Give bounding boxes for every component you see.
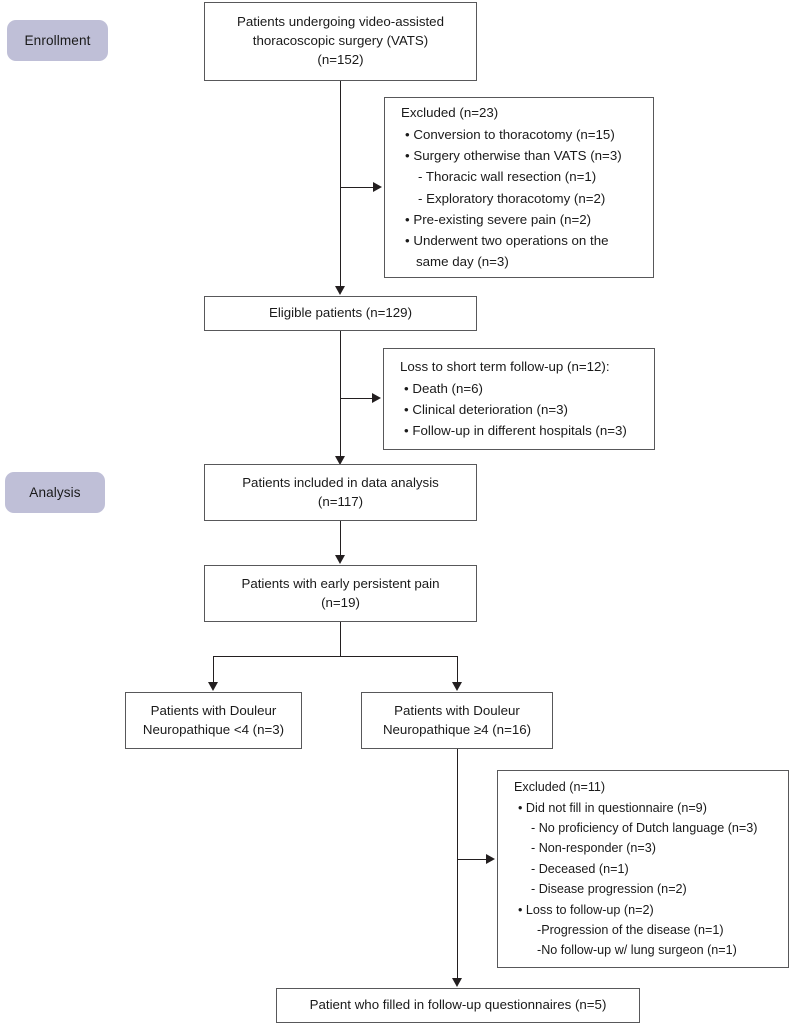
excluded-enrollment-item-4: • Pre-existing severe pain (n=2) [405, 211, 592, 227]
excluded-followup-head: Excluded (n=11) [514, 780, 606, 795]
edge-dn-high-to-final [457, 749, 459, 978]
edge-analysed-to-early-pain [340, 521, 342, 555]
node-dn-high-line-1: Patients with Douleur [394, 702, 520, 718]
arrow-split-left [208, 682, 218, 691]
excluded-followup-item-2: - Non-responder (n=3) [531, 841, 656, 856]
node-excluded-enrollment: Excluded (n=23) • Conversion to thoracot… [384, 97, 654, 278]
loss-short-term-item-0: • Death (n=6) [404, 380, 483, 396]
arrow-to-excluded-enrollment [373, 182, 382, 192]
node-enrolled-line-3: (n=152) [317, 51, 364, 67]
node-dn-low-line-2: Neuropathique <4 (n=3) [142, 721, 285, 737]
edge-to-excluded-followup [457, 859, 486, 861]
arrow-dn-high-to-final [452, 978, 462, 987]
excluded-followup-item-0: • Did not fill in questionnaire (n=9) [518, 800, 707, 815]
node-analysed: Patients included in data analysis (n=11… [204, 464, 477, 521]
edge-enrolled-to-eligible [340, 81, 342, 286]
node-dn-low-line-1: Patients with Douleur [150, 702, 277, 718]
stage-label-enrollment-text: Enrollment [24, 33, 91, 48]
arrow-to-excluded-followup [486, 854, 495, 864]
node-analysed-line-2: (n=117) [317, 493, 364, 509]
node-eligible: Eligible patients (n=129) [204, 296, 477, 331]
edge-eligible-to-analysed [340, 331, 342, 456]
node-enrolled-line-2: thoracoscopic surgery (VATS) [252, 33, 429, 49]
loss-short-term-item-2: • Follow-up in different hospitals (n=3) [404, 423, 627, 439]
node-eligible-line-1: Eligible patients (n=129) [268, 305, 413, 321]
excluded-enrollment-item-3: - Exploratory thoracotomy (n=2) [418, 190, 606, 206]
excluded-followup-item-1: - No proficiency of Dutch language (n=3) [531, 821, 758, 836]
loss-short-term-item-1: • Clinical deterioration (n=3) [404, 402, 568, 417]
excluded-followup-item-4: - Disease progression (n=2) [531, 882, 687, 897]
stage-label-enrollment: Enrollment [7, 20, 108, 61]
arrow-enrolled-to-eligible [335, 286, 345, 295]
edge-to-excluded-enrollment [340, 187, 373, 189]
node-enrolled: Patients undergoing video-assisted thora… [204, 2, 477, 81]
excluded-followup-item-7: -No follow-up w/ lung surgeon (n=1) [537, 943, 737, 958]
excluded-enrollment-item-5: • Underwent two operations on the same d… [405, 233, 609, 270]
node-early-pain-line-1: Patients with early persistent pain [241, 575, 440, 591]
node-excluded-followup: Excluded (n=11) • Did not fill in questi… [497, 770, 789, 968]
stage-label-analysis: Analysis [5, 472, 105, 513]
node-analysed-line-1: Patients included in data analysis [242, 474, 439, 490]
arrow-eligible-to-analysed [335, 456, 345, 465]
edge-split-bar [213, 656, 458, 658]
excluded-followup-item-5: • Loss to follow-up (n=2) [518, 902, 654, 917]
arrow-analysed-to-early-pain [335, 555, 345, 564]
node-early-persistent-pain: Patients with early persistent pain (n=1… [204, 565, 477, 622]
excluded-enrollment-item-2: - Thoracic wall resection (n=1) [418, 169, 597, 185]
arrow-to-loss-short-term [372, 393, 381, 403]
excluded-enrollment-item-1: • Surgery otherwise than VATS (n=3) [405, 147, 622, 163]
excluded-followup-item-3: - Deceased (n=1) [531, 861, 629, 876]
arrow-split-right [452, 682, 462, 691]
node-final-line-1: Patient who filled in follow-up question… [309, 997, 607, 1013]
node-dn-low: Patients with Douleur Neuropathique <4 (… [125, 692, 302, 749]
edge-split-stem [340, 622, 342, 657]
node-enrolled-line-1: Patients undergoing video-assisted [237, 14, 444, 30]
node-final: Patient who filled in follow-up question… [276, 988, 640, 1023]
loss-short-term-head: Loss to short term follow-up (n=12): [400, 359, 610, 375]
node-dn-high: Patients with Douleur Neuropathique ≥4 (… [361, 692, 553, 749]
node-dn-high-line-2: Neuropathique ≥4 (n=16) [382, 721, 532, 737]
stage-label-analysis-text: Analysis [29, 485, 81, 500]
node-loss-short-term: Loss to short term follow-up (n=12): • D… [383, 348, 655, 450]
excluded-followup-item-6: -Progression of the disease (n=1) [537, 922, 724, 937]
node-early-pain-line-2: (n=19) [321, 594, 360, 610]
excluded-enrollment-item-0: • Conversion to thoracotomy (n=15) [405, 126, 615, 142]
edge-split-left [213, 656, 215, 682]
edge-split-right [457, 656, 459, 682]
edge-to-loss-short-term [340, 398, 372, 400]
excluded-enrollment-head: Excluded (n=23) [401, 105, 499, 121]
